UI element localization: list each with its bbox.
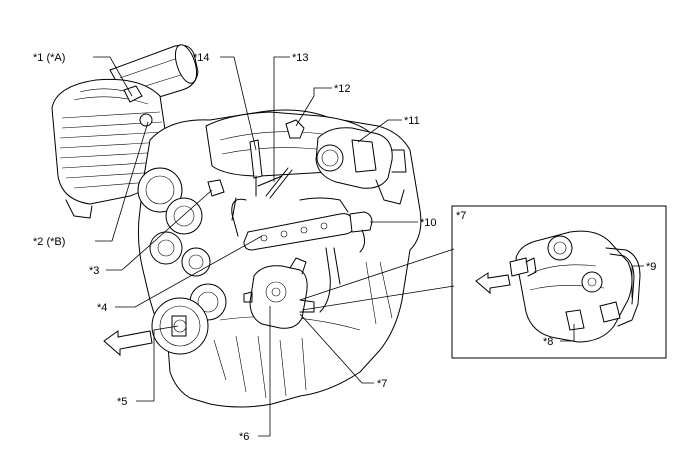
callout-10: *10 xyxy=(420,217,437,229)
inset-detail-box xyxy=(451,205,667,359)
callout-3: *3 xyxy=(89,265,99,277)
inset-label: *7 xyxy=(456,210,466,222)
callout-7: *7 xyxy=(377,378,387,390)
callout-11: *11 xyxy=(404,115,420,127)
callout-2: *2 (*B) xyxy=(33,236,65,248)
front-direction-arrow xyxy=(103,330,153,357)
callout-8: *8 xyxy=(543,336,553,348)
callout-12: *12 xyxy=(334,83,351,95)
callout-labels: *1 (*A) *2 (*B) *3 *4 *5 *6 *7 *8 *9 *10… xyxy=(33,52,656,443)
callout-5: *5 xyxy=(117,396,127,408)
callout-9: *9 xyxy=(646,261,656,273)
engine-illustration xyxy=(51,44,422,408)
callout-13: *13 xyxy=(292,52,309,64)
callout-1: *1 (*A) xyxy=(33,52,65,64)
callout-6: *6 xyxy=(239,431,249,443)
callout-4: *4 xyxy=(97,302,107,314)
callout-14: *14 xyxy=(193,52,210,64)
leader-lines xyxy=(93,56,644,437)
